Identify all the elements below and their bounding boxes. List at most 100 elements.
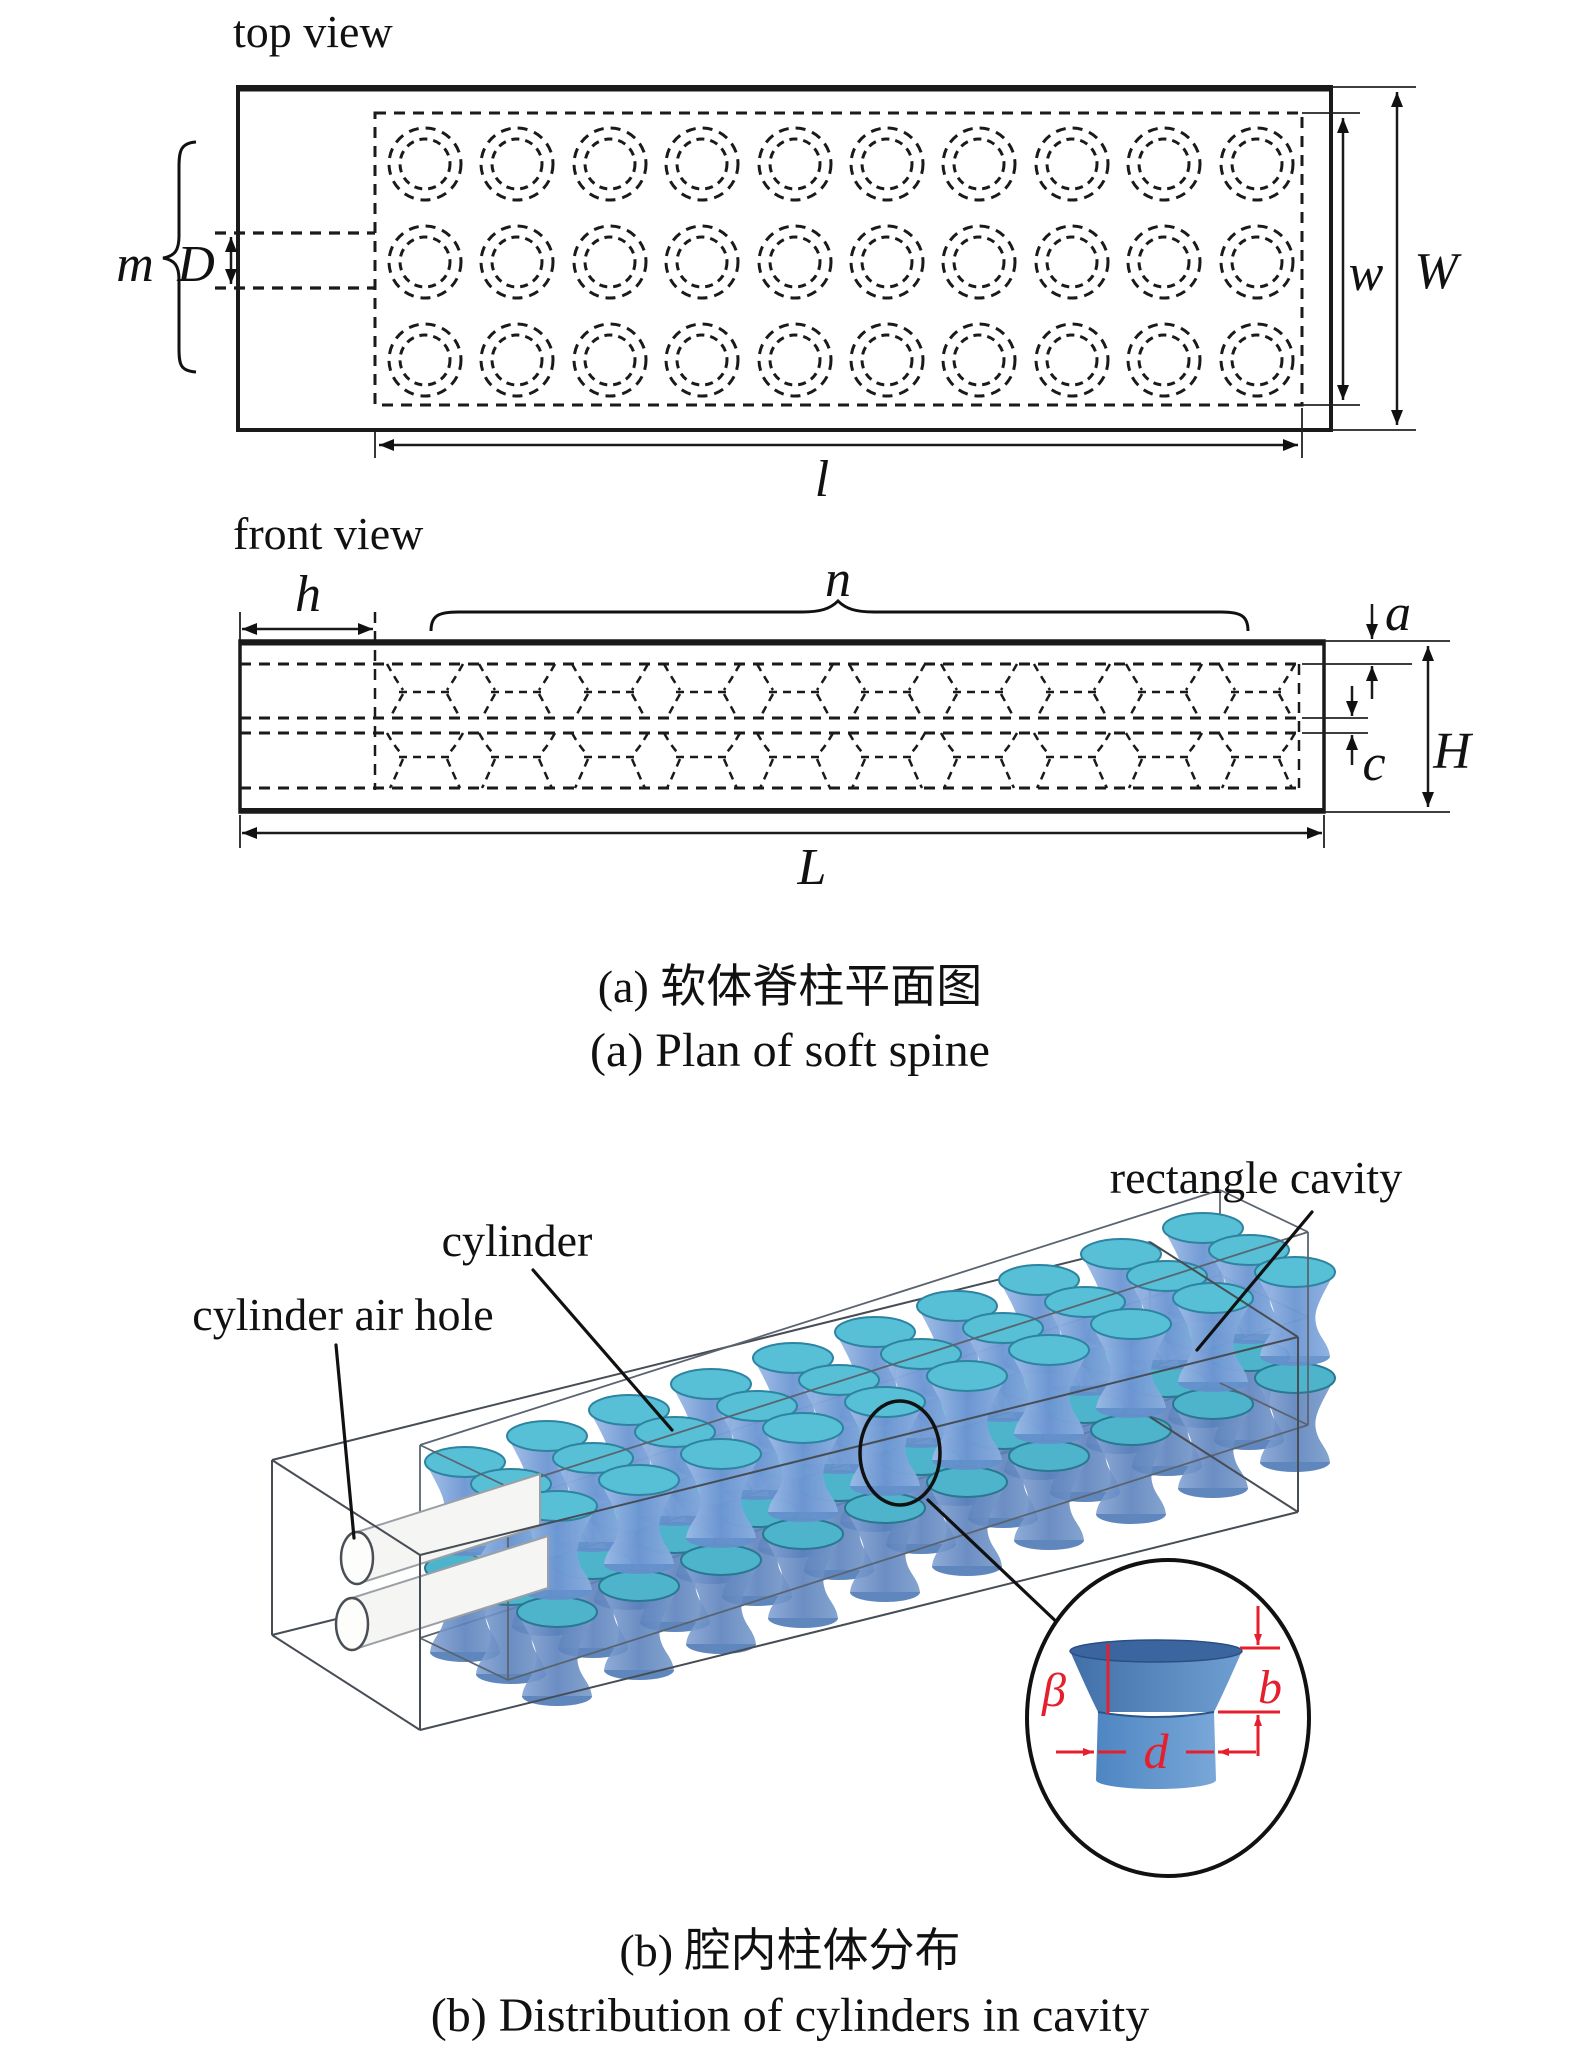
m-brace xyxy=(162,140,197,374)
cylinder-body xyxy=(1009,1350,1089,1434)
pillar-hole-outer xyxy=(1219,322,1295,398)
dim-label-w: w xyxy=(1349,245,1384,302)
detail-dim-label-d: d xyxy=(1144,1723,1170,1779)
pillar-hole-inner xyxy=(583,235,637,289)
spine-front-edges xyxy=(419,1189,1309,1681)
top-view: top view m D w W l xyxy=(116,6,1462,508)
front-view-outline xyxy=(238,639,1326,814)
cylinder-top-face xyxy=(1080,1238,1162,1270)
cylinder-top-face xyxy=(516,1596,598,1628)
cylinder-side-profile xyxy=(570,732,650,789)
cylinder-side-profile xyxy=(385,663,465,719)
cylinder-body xyxy=(845,1402,925,1486)
cylinder-side-profile xyxy=(1032,663,1112,719)
pillar-hole-inner xyxy=(490,235,544,289)
pillar-hole-outer xyxy=(941,322,1017,398)
pillar-hole-outer xyxy=(479,224,555,300)
pillar-hole-outer xyxy=(664,322,740,398)
dim-label-H: H xyxy=(1432,723,1473,780)
pillar-hole-outer xyxy=(1126,126,1202,202)
cylinder-body xyxy=(1091,1324,1171,1408)
air-hole-leader-line xyxy=(334,1343,356,1540)
iso-view: cylinder cylinder air hole rectangle cav… xyxy=(192,1152,1402,1878)
pillar-hole-inner xyxy=(398,235,452,289)
cylinder-side-profile xyxy=(847,663,927,719)
cylinder-top-face xyxy=(762,1412,844,1444)
detail-base-cylinder xyxy=(1096,1712,1216,1789)
cylinder-top-face xyxy=(598,1464,680,1496)
cylinder-side-profile xyxy=(755,732,835,789)
pillar-hole-inner xyxy=(1045,333,1099,387)
pillar-hole-inner xyxy=(768,333,822,387)
cylinder-top-face xyxy=(506,1420,588,1452)
cylinder-top-face xyxy=(424,1446,506,1478)
cylinder-skirt xyxy=(932,1566,1002,1576)
dim-label-c: c xyxy=(1362,735,1385,792)
pillar-hole-outer xyxy=(849,126,925,202)
pillar-hole-inner xyxy=(675,235,729,289)
cylinder-top-face xyxy=(680,1438,762,1470)
cylinder-skirt xyxy=(1014,1434,1084,1444)
air-hole-opening-upper xyxy=(339,1530,375,1586)
detail-cone-body xyxy=(1070,1651,1242,1712)
dim-label-n: n xyxy=(825,551,851,608)
detail-highlight-circle xyxy=(858,1399,942,1507)
cylinder-body xyxy=(1255,1378,1335,1462)
pillar-hole-outer xyxy=(941,224,1017,300)
cavity-label: rectangle cavity xyxy=(1110,1152,1402,1203)
dim-label-D: D xyxy=(176,236,215,293)
cylinder-body xyxy=(517,1612,597,1696)
pillar-hole-inner xyxy=(860,137,914,191)
n-brace xyxy=(429,598,1250,632)
pillar-hole-outer xyxy=(849,322,925,398)
air-hole-label: cylinder air hole xyxy=(192,1289,493,1340)
cylinder-skirt xyxy=(768,1512,838,1522)
cylinder-top-face xyxy=(1162,1212,1244,1244)
pillar-hole-outer xyxy=(1034,224,1110,300)
cylinder-side-profile xyxy=(385,732,465,789)
pillar-hole-outer xyxy=(387,126,463,202)
dim-label-l: l xyxy=(815,451,829,508)
cylinder-top-face xyxy=(926,1360,1008,1392)
pillar-region-dashed-outline xyxy=(373,111,1304,407)
pillar-hole-outer xyxy=(849,224,925,300)
cylinder-body xyxy=(1173,1404,1253,1488)
pillar-hole-outer xyxy=(572,224,648,300)
detail-junction-edge xyxy=(1097,1711,1215,1718)
cylinder-skirt xyxy=(604,1564,674,1574)
pillar-hole-inner xyxy=(398,137,452,191)
cylinder-top-face xyxy=(670,1368,752,1400)
cylinder-top-face xyxy=(844,1492,926,1524)
detail-dim-label-beta: β xyxy=(1041,1664,1066,1717)
dim-label-W: W xyxy=(1414,243,1462,300)
front-view-label: front view xyxy=(233,508,424,559)
pillar-hole-inner xyxy=(398,333,452,387)
top-view-outline xyxy=(236,85,1333,432)
cylinder-skirt xyxy=(1178,1488,1248,1498)
cylinder-skirt xyxy=(1260,1462,1330,1472)
pillar-hole-inner xyxy=(952,333,1006,387)
pillar-hole-inner xyxy=(675,137,729,191)
caption-b-zh: (b) 腔内柱体分布 xyxy=(619,1925,960,1976)
pillar-hole-outer xyxy=(664,126,740,202)
pillar-hole-outer xyxy=(1034,126,1110,202)
pillar-hole-inner xyxy=(1230,137,1284,191)
cylinder-top-face xyxy=(998,1264,1080,1296)
cylinder-skirt xyxy=(686,1538,756,1548)
pillar-hole-inner xyxy=(490,333,544,387)
cylinder-top-face xyxy=(1008,1440,1090,1472)
detail-dim-label-b: b xyxy=(1258,1661,1282,1714)
pillar-hole-outer xyxy=(1219,224,1295,300)
pillar-hole-outer xyxy=(941,126,1017,202)
cylinder-leader-line xyxy=(531,1268,674,1432)
pillar-hole-inner xyxy=(1137,235,1191,289)
cylinder-body xyxy=(599,1480,679,1564)
pillar-hole-outer xyxy=(572,126,648,202)
cylinder-top-face xyxy=(844,1386,926,1418)
caption-a-en: (a) Plan of soft spine xyxy=(590,1024,990,1077)
cylinder-skirt xyxy=(1178,1382,1248,1392)
cylinder-skirt xyxy=(932,1460,1002,1470)
dim-label-a: a xyxy=(1385,585,1411,642)
